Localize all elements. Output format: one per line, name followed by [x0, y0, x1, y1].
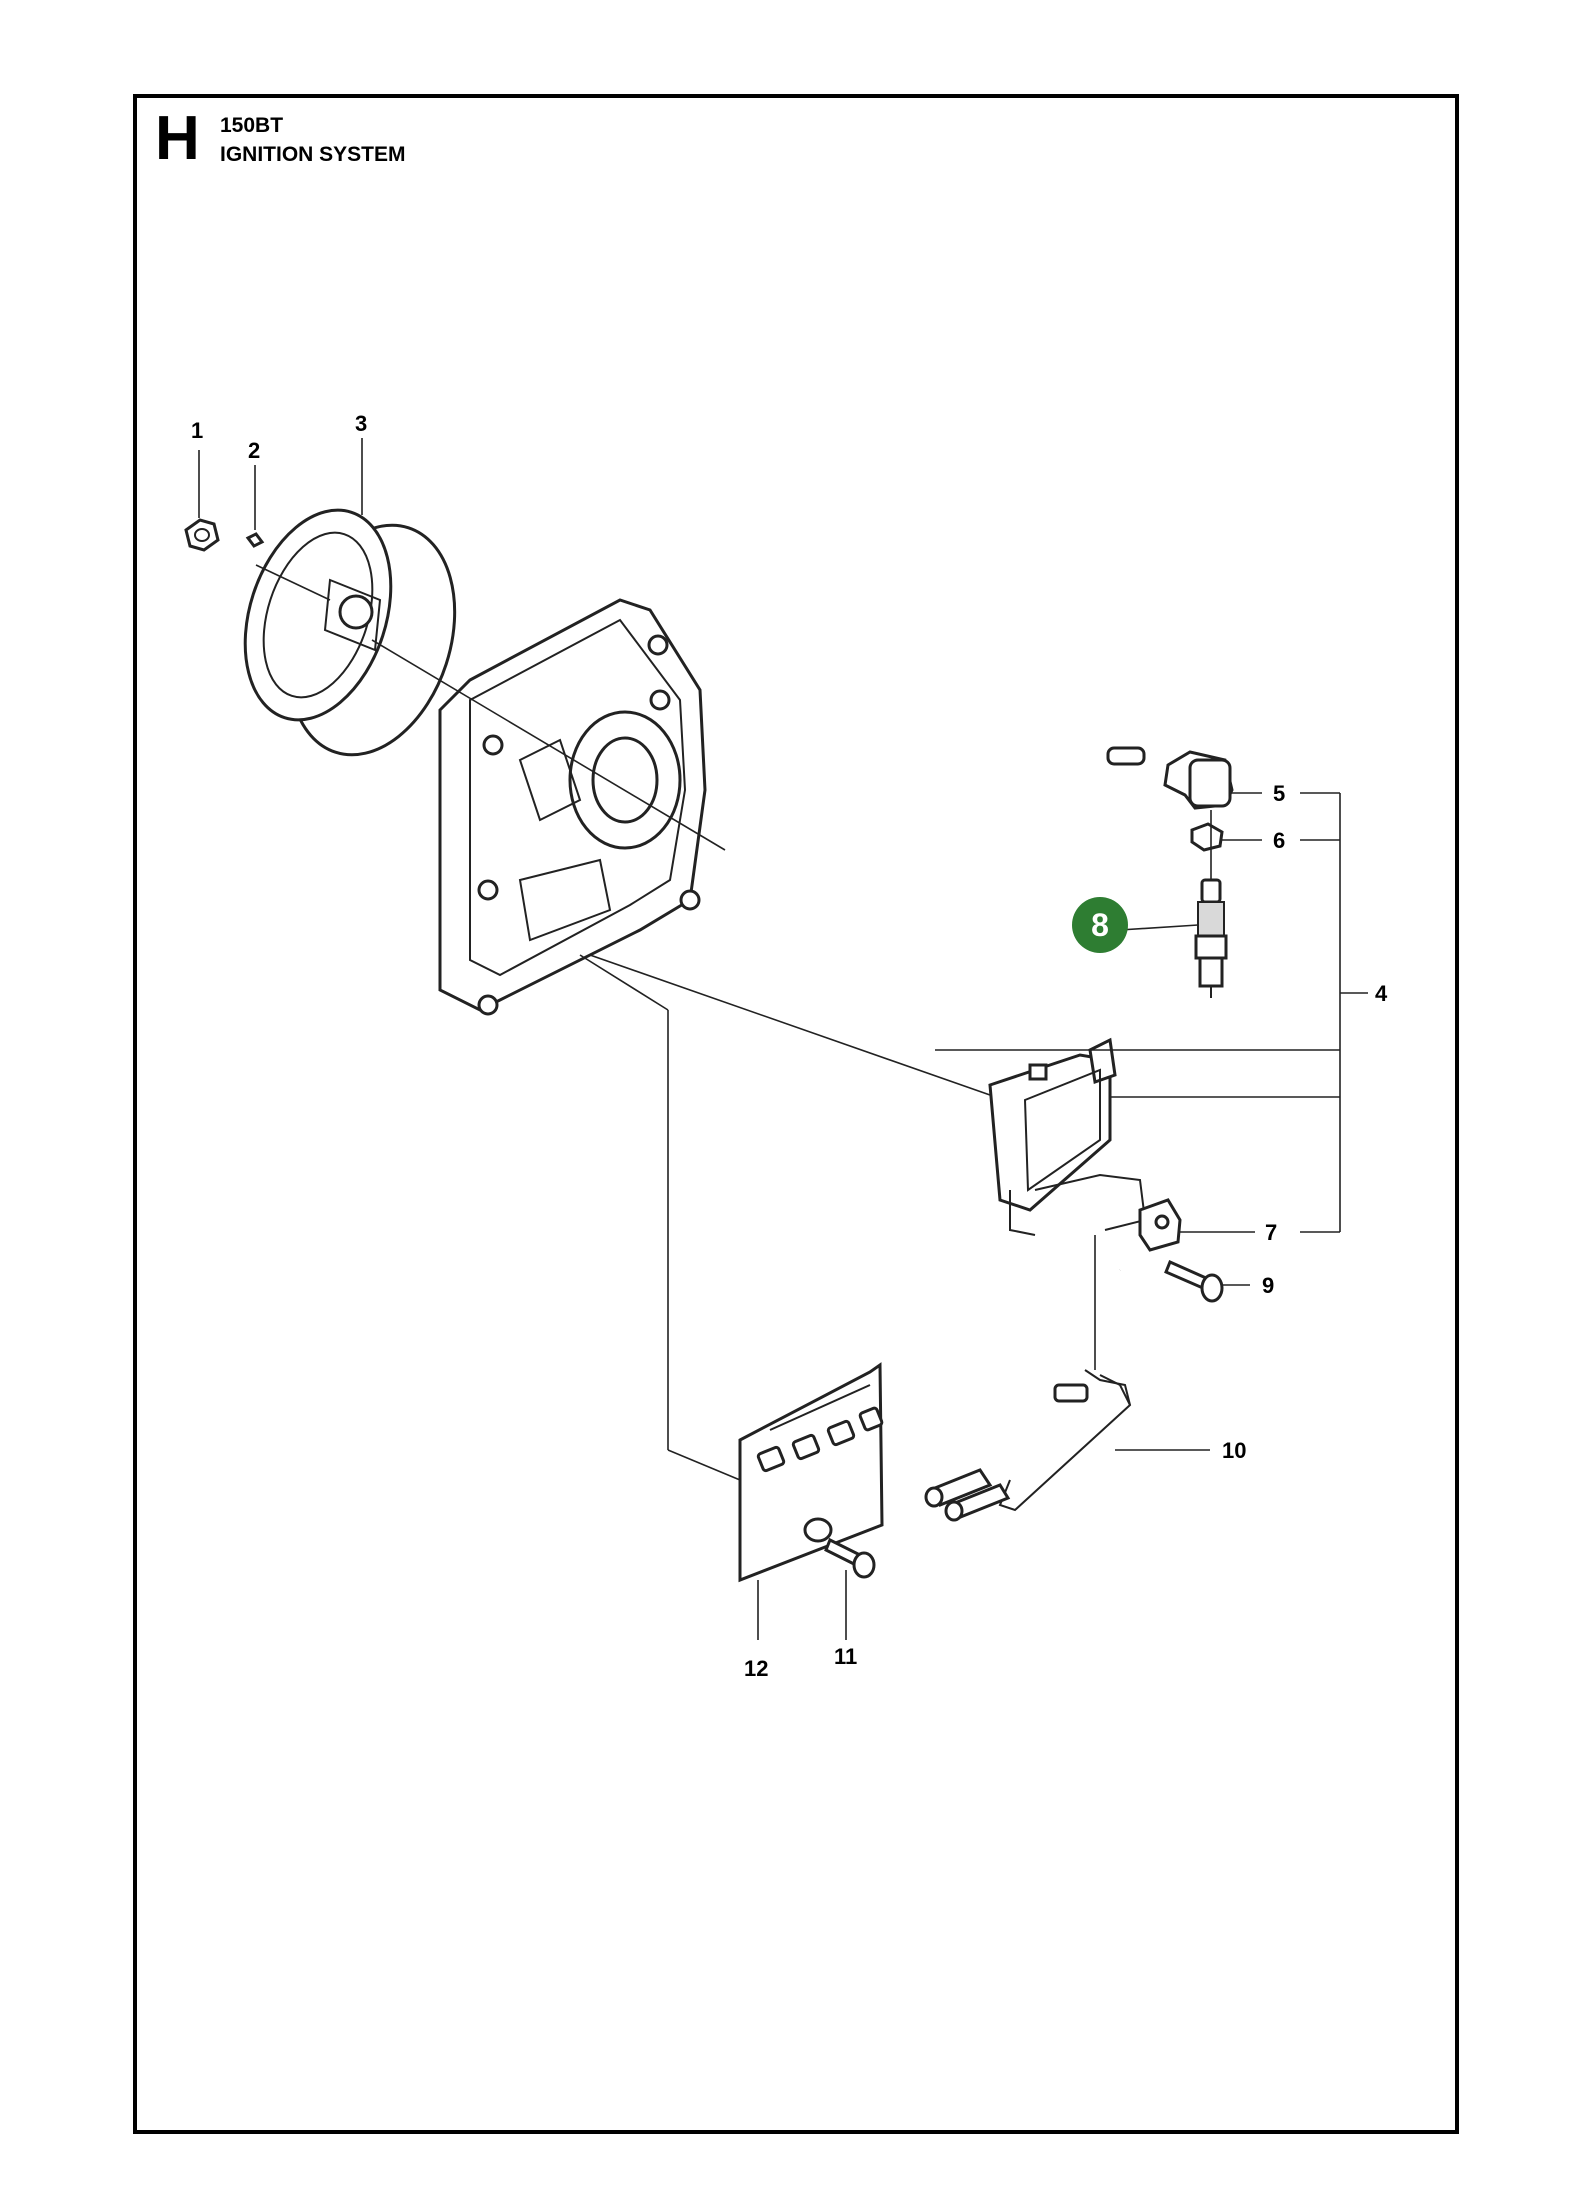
callout-labels: 1 2 3 4 5 6 7 9 10 11 12	[191, 411, 1388, 1681]
callout-3: 3	[355, 411, 367, 436]
spark-plug-cap-part[interactable]	[1163, 750, 1234, 810]
cover-plate-part[interactable]	[738, 1362, 884, 1583]
callout-8-badge[interactable]: 8	[1072, 897, 1128, 953]
callout-10: 10	[1222, 1438, 1246, 1463]
callout-1: 1	[191, 418, 203, 443]
model-name: 150BT	[220, 114, 284, 137]
ignition-module-part[interactable]	[988, 1037, 1147, 1236]
crankcase-housing	[438, 598, 707, 1016]
ignition-lead	[926, 743, 1146, 1307]
spark-plug-part[interactable]	[1194, 878, 1228, 998]
cable-clamp-part[interactable]	[1138, 1198, 1182, 1252]
page-frame	[133, 94, 1459, 2134]
system-title: IGNITION SYSTEM	[220, 143, 406, 166]
short-circuit-cable-part[interactable]	[924, 1369, 1132, 1522]
callout-7: 7	[1265, 1220, 1277, 1245]
callout-5: 5	[1273, 781, 1285, 806]
spring-part[interactable]	[1190, 822, 1224, 852]
nut-part[interactable]	[184, 518, 220, 552]
key-part[interactable]	[245, 532, 265, 548]
callout-8-highlighted: 8	[1091, 907, 1109, 943]
flywheel-part[interactable]	[220, 491, 483, 776]
callout-11: 11	[834, 1644, 857, 1669]
callout-9: 9	[1262, 1273, 1274, 1298]
module-screw-part[interactable]	[1164, 1259, 1224, 1303]
callout-12: 12	[744, 1656, 768, 1681]
callout-4: 4	[1375, 981, 1388, 1006]
leader-lines	[198, 438, 1368, 1640]
cover-screw-part[interactable]	[824, 1537, 876, 1579]
section-letter: H	[155, 104, 200, 173]
callout-6: 6	[1273, 828, 1285, 853]
callout-2: 2	[248, 438, 260, 463]
